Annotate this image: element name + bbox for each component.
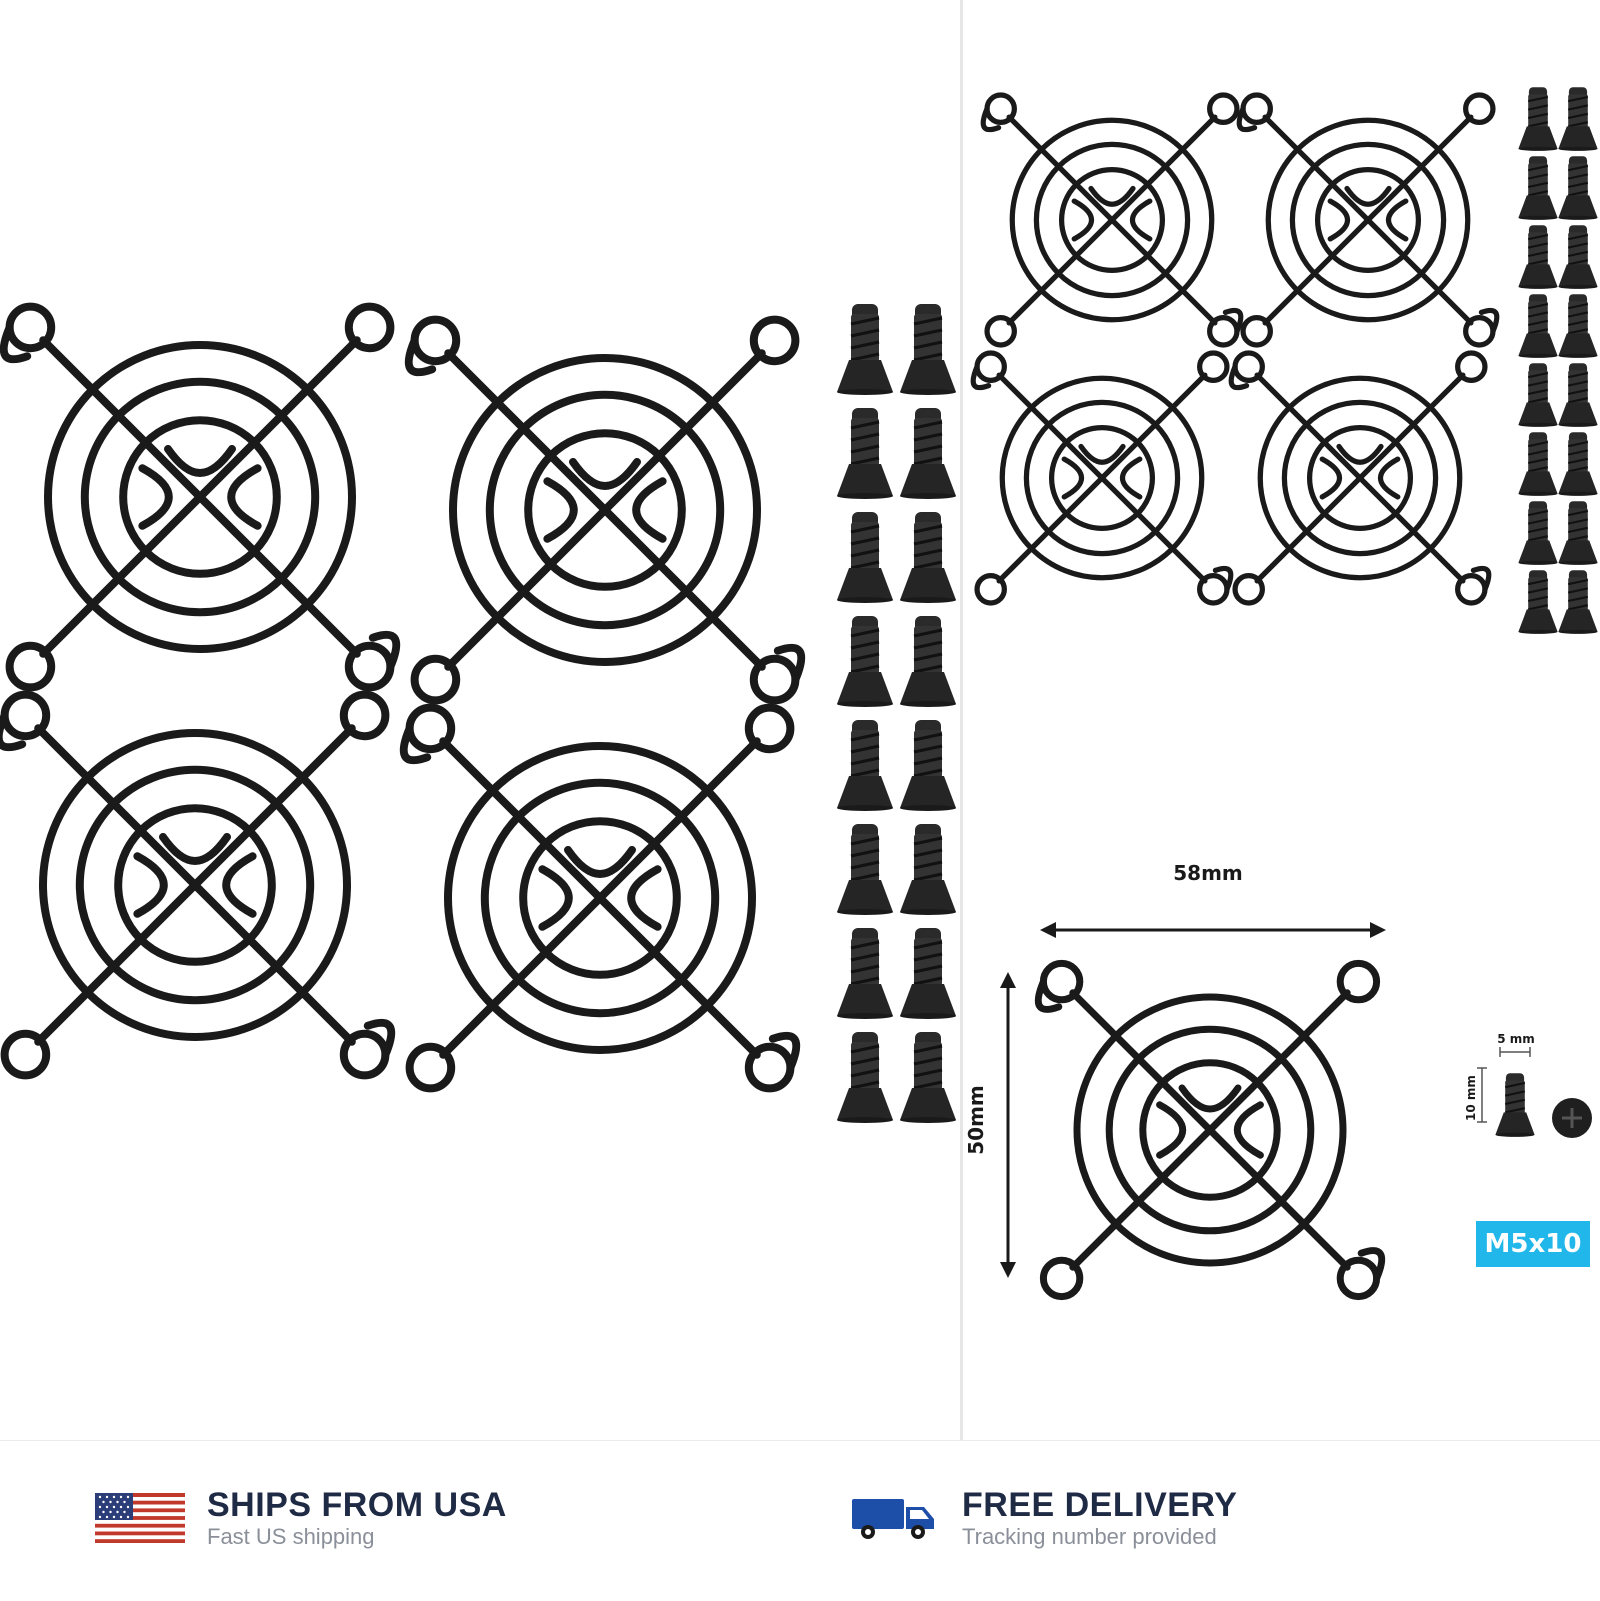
height-arrow [1000, 972, 1016, 1278]
dimension-diagram: 58mm 50mm 5 mm 10 mm [964, 861, 1592, 1297]
screw-set-small [1518, 87, 1597, 634]
fan-grill-small-3 [973, 353, 1231, 603]
fan-grill-large-1 [4, 307, 397, 688]
fan-grill-large-4 [404, 708, 797, 1089]
delivery-truck-icon [852, 1499, 934, 1539]
shipping-subtitle: Fast US shipping [207, 1524, 375, 1549]
width-label: 58mm [1173, 861, 1243, 885]
product-photo-collage: 58mm 50mm 5 mm 10 mm [0, 0, 1600, 1440]
screw-length-label: 10 mm [1464, 1075, 1478, 1121]
product-illustration: 58mm 50mm 5 mm 10 mm [0, 0, 1600, 1440]
screw-detail: 5 mm 10 mm [1464, 1032, 1592, 1138]
footer-badges: SHIPS FROM USA Fast US shipping FREE DEL… [0, 1440, 1600, 1601]
screw-size-tag: M5x10 [1476, 1221, 1590, 1267]
screw-set-large [835, 302, 958, 1125]
panel-divider [960, 0, 963, 1440]
fan-grill-large-3 [0, 695, 391, 1076]
screw-head-icon [1552, 1098, 1592, 1138]
width-arrow [1040, 922, 1386, 938]
fan-grill-measured [1038, 963, 1381, 1296]
fan-grill-large-2 [409, 320, 802, 701]
delivery-title: FREE DELIVERY [962, 1486, 1238, 1524]
fan-grill-small-1 [983, 95, 1241, 345]
shipping-title: SHIPS FROM USA [207, 1486, 507, 1524]
height-label: 50mm [964, 1085, 988, 1155]
shipping-badge: SHIPS FROM USA Fast US shipping [95, 1486, 507, 1550]
screw-width-label: 5 mm [1497, 1032, 1535, 1046]
delivery-subtitle: Tracking number provided [962, 1524, 1217, 1549]
delivery-badge: FREE DELIVERY Tracking number provided [850, 1486, 1237, 1550]
us-flag-icon [95, 1493, 185, 1543]
fan-grill-small-4 [1231, 353, 1489, 603]
fan-grill-small-2 [1239, 95, 1497, 345]
